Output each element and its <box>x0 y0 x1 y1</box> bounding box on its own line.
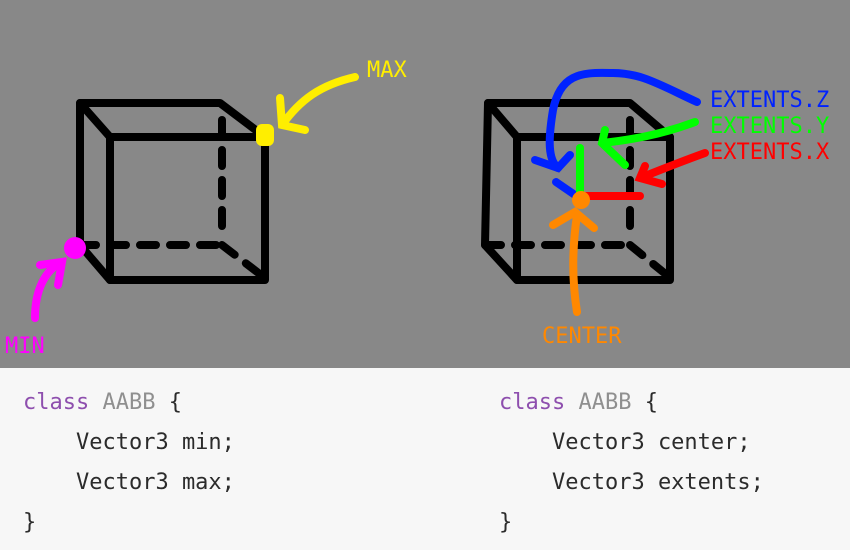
code-line-center: Vector3 center; <box>499 430 751 455</box>
code-line-min: Vector3 min; <box>23 430 235 455</box>
extents-x-label: EXTENTS.X <box>710 140 830 165</box>
min-label: MIN <box>5 334 45 359</box>
code-line-extents: Vector3 extents; <box>499 470 764 495</box>
code-line-close: } <box>499 510 513 535</box>
extents-x-arrow <box>581 149 709 200</box>
extents-z-label: EXTENTS.Z <box>710 88 829 113</box>
extents-y-label: EXTENTS.Y <box>710 114 829 139</box>
code-line-class: class AABB { <box>499 390 658 415</box>
code-line-max: Vector3 max; <box>23 470 235 495</box>
code-line-close: } <box>23 510 37 535</box>
extents-y-arrow <box>576 118 699 199</box>
min-marker <box>31 237 86 322</box>
center-marker <box>549 191 598 316</box>
code-min-max: class AABB { Vector3 min; Vector3 max;} <box>23 383 235 543</box>
max-label: MAX <box>367 58 407 83</box>
center-label: CENTER <box>542 324 622 349</box>
max-marker <box>256 73 359 146</box>
extents-z-arrow <box>531 68 701 199</box>
left-cube <box>76 99 269 284</box>
code-center-extents: class AABB { Vector3 center; Vector3 ext… <box>499 383 764 543</box>
diagram-background <box>0 0 850 368</box>
aabb-diagram: MIN MAX CENTER EXTENTS.Z EXTENTS.Y EXTEN… <box>0 0 850 368</box>
code-line-class: class AABB { <box>23 390 182 415</box>
